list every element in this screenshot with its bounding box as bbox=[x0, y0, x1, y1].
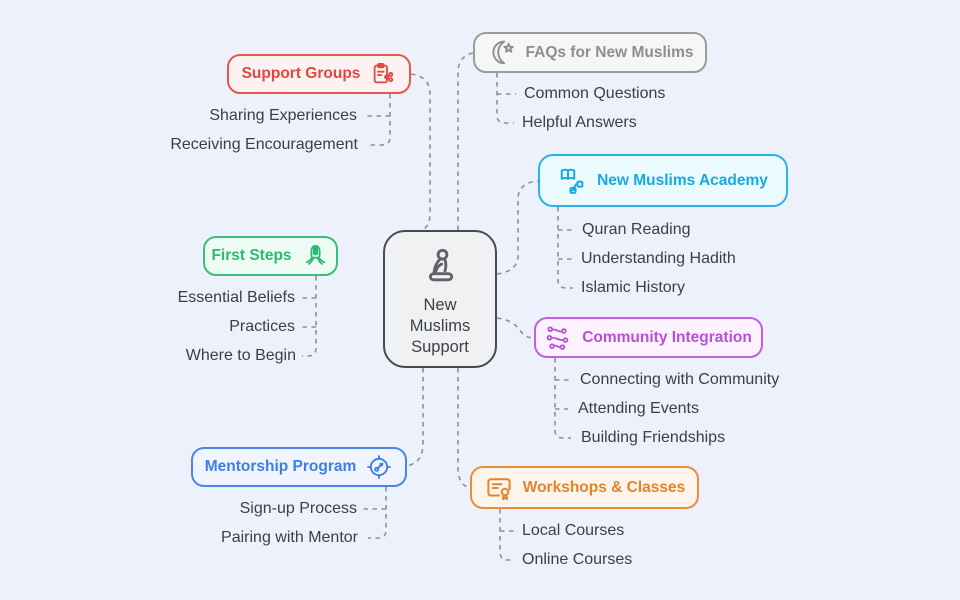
child-label-helpful-answers[interactable]: Helpful Answers bbox=[522, 114, 637, 131]
book-route-icon bbox=[558, 166, 588, 196]
child-label-local-courses[interactable]: Local Courses bbox=[522, 522, 625, 539]
branch-label: Support Groups bbox=[241, 65, 361, 82]
crescent-star-icon bbox=[487, 38, 517, 68]
praying-hands-icon bbox=[301, 242, 330, 271]
branch-node-workshops-and-classes[interactable]: Workshops & Classes bbox=[470, 466, 699, 509]
branch-node-support-groups[interactable]: Support Groups bbox=[227, 54, 411, 94]
child-label-islamic-history[interactable]: Islamic History bbox=[581, 279, 686, 296]
branch-node-community-integration[interactable]: Community Integration bbox=[534, 317, 763, 358]
branch-node-first-steps[interactable]: First Steps bbox=[203, 236, 338, 276]
central-node-new-muslims-support[interactable]: New Muslims Support bbox=[383, 230, 497, 368]
branch-node-new-muslims-academy[interactable]: New Muslims Academy bbox=[538, 154, 788, 207]
branch-label: Community Integration bbox=[582, 328, 752, 346]
branch-label: First Steps bbox=[211, 247, 292, 264]
clipboard-share-icon bbox=[369, 61, 396, 88]
central-node-label: New Muslims Support bbox=[409, 295, 471, 356]
child-label-understanding-hadith[interactable]: Understanding Hadith bbox=[581, 250, 736, 267]
network-icon bbox=[545, 324, 573, 352]
child-label-attending-events[interactable]: Attending Events bbox=[578, 400, 699, 417]
child-label-sharing-experiences[interactable]: Sharing Experiences bbox=[209, 107, 357, 124]
compass-icon bbox=[365, 453, 393, 481]
branch-label: Workshops & Classes bbox=[522, 478, 686, 496]
child-label-connecting-with-community[interactable]: Connecting with Community bbox=[580, 371, 780, 388]
child-label-online-courses[interactable]: Online Courses bbox=[522, 551, 633, 568]
certificate-icon bbox=[484, 473, 514, 503]
child-label-where-to-begin[interactable]: Where to Begin bbox=[185, 347, 296, 364]
child-label-pairing-with-mentor[interactable]: Pairing with Mentor bbox=[221, 529, 358, 546]
praying-person-icon bbox=[417, 247, 463, 293]
child-label-common-questions[interactable]: Common Questions bbox=[524, 85, 666, 102]
branch-label: New Muslims Academy bbox=[597, 171, 768, 189]
child-label-essential-beliefs[interactable]: Essential Beliefs bbox=[177, 289, 295, 306]
branch-label: FAQs for New Muslims bbox=[525, 43, 694, 61]
child-label-quran-reading[interactable]: Quran Reading bbox=[582, 221, 691, 238]
child-label-building-friendships[interactable]: Building Friendships bbox=[581, 429, 726, 446]
child-label-receiving-encouragement[interactable]: Receiving Encouragement bbox=[170, 136, 358, 153]
child-label-sign-up-process[interactable]: Sign-up Process bbox=[239, 500, 357, 517]
branch-node-faqs-for-new-muslims[interactable]: FAQs for New Muslims bbox=[473, 32, 707, 73]
branch-label: Mentorship Program bbox=[204, 458, 357, 475]
branch-node-mentorship-program[interactable]: Mentorship Program bbox=[191, 447, 407, 487]
child-label-practices[interactable]: Practices bbox=[229, 318, 295, 335]
